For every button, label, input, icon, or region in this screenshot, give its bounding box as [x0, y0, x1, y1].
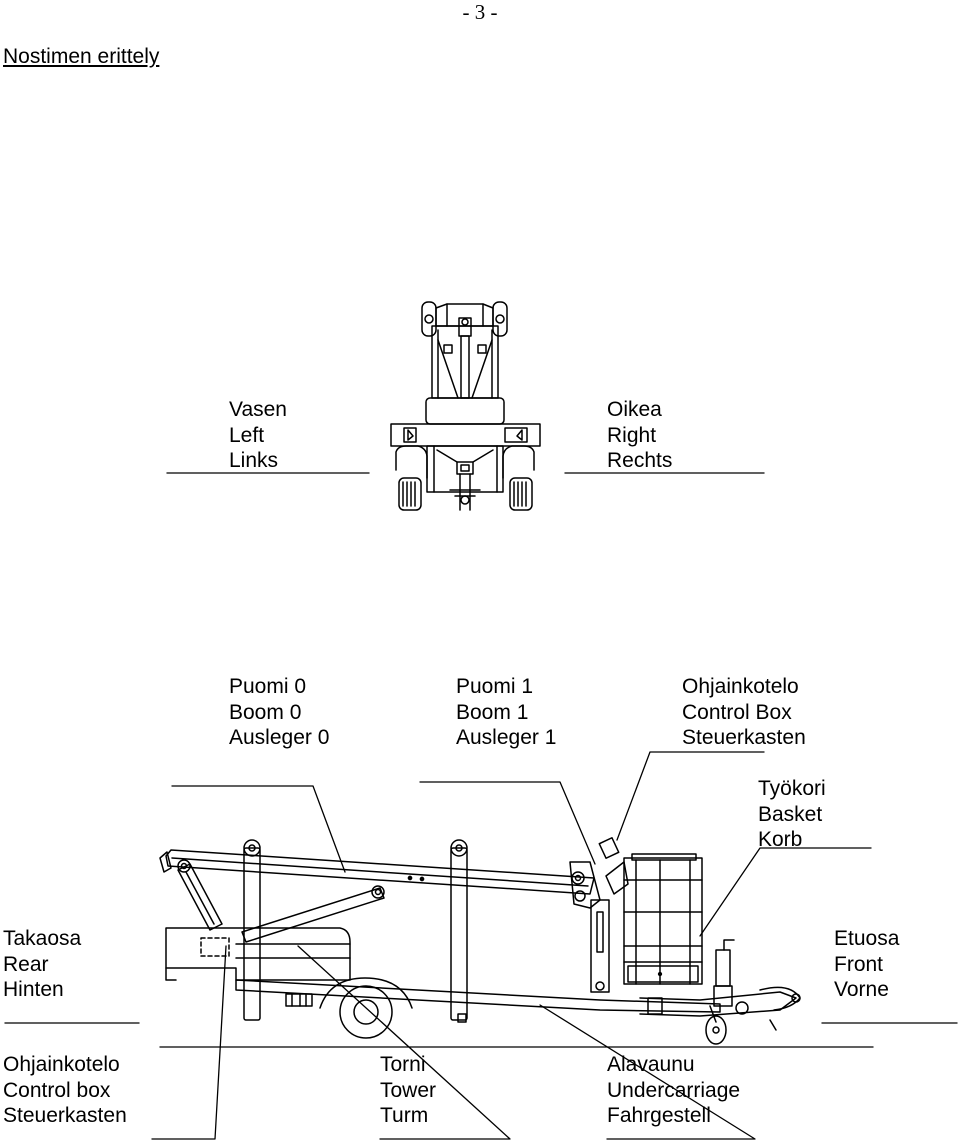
- tower-body: [165, 927, 351, 981]
- label-boom1-fi: Puomi 1: [456, 675, 534, 698]
- boom-0: [241, 887, 385, 943]
- boom-1: [165, 849, 595, 895]
- section-heading: Nostimen erittely: [3, 45, 160, 68]
- label-tower-de: Turm: [380, 1104, 429, 1127]
- label-boom1: Puomi 1 Boom 1 Ausleger 1: [456, 674, 556, 751]
- label-tower: Torni Tower Turm: [380, 1052, 436, 1129]
- label-tower-fi: Torni: [380, 1053, 426, 1076]
- label-rear: Takaosa Rear Hinten: [3, 926, 81, 1003]
- label-control-top-de: Steuerkasten: [682, 726, 806, 749]
- label-right: Oikea Right Rechts: [607, 397, 672, 474]
- label-right-de: Rechts: [607, 449, 673, 472]
- label-front-en: Front: [834, 952, 884, 976]
- label-basket: Työkori Basket Korb: [758, 776, 826, 853]
- label-left: Vasen Left Links: [229, 397, 287, 474]
- label-boom0: Puomi 0 Boom 0 Ausleger 0: [229, 674, 329, 751]
- label-boom0-fi: Puomi 0: [229, 675, 307, 698]
- label-control-box-bottom: Ohjainkotelo Control box Steuerkasten: [3, 1052, 127, 1129]
- label-undercarriage-en: Undercarriage: [607, 1078, 741, 1102]
- label-right-en: Right: [607, 423, 657, 447]
- label-boom0-en: Boom 0: [229, 700, 302, 724]
- label-rear-en: Rear: [3, 952, 49, 976]
- label-undercarriage: Alavaunu Undercarriage Fahrgestell: [607, 1052, 740, 1129]
- label-control-bottom-fi: Ohjainkotelo: [3, 1053, 120, 1076]
- label-left-en: Left: [229, 423, 265, 447]
- label-boom1-en: Boom 1: [456, 700, 529, 724]
- label-control-bottom-en: Control box: [3, 1078, 111, 1102]
- label-basket-en: Basket: [758, 802, 823, 826]
- label-left-de: Links: [229, 449, 279, 472]
- work-basket: [623, 853, 703, 985]
- side-view-drawing: [159, 837, 801, 1045]
- label-control-box-top: Ohjainkotelo Control Box Steuerkasten: [682, 674, 806, 751]
- leader-lines: [4, 472, 958, 1140]
- label-right-fi: Oikea: [607, 398, 662, 421]
- label-control-top-en: Control Box: [682, 700, 792, 724]
- label-tower-en: Tower: [380, 1078, 437, 1102]
- label-control-top-fi: Ohjainkotelo: [682, 675, 799, 698]
- label-front: Etuosa Front Vorne: [834, 926, 899, 1003]
- undercarriage-frame: [235, 979, 721, 1013]
- label-left-fi: Vasen: [229, 398, 287, 421]
- label-basket-fi: Työkori: [758, 777, 826, 800]
- label-rear-fi: Takaosa: [3, 927, 82, 950]
- label-boom1-de: Ausleger 1: [456, 726, 557, 749]
- label-boom0-de: Ausleger 0: [229, 726, 330, 749]
- label-front-de: Vorne: [834, 978, 889, 1001]
- label-undercarriage-fi: Alavaunu: [607, 1053, 695, 1076]
- label-front-fi: Etuosa: [834, 927, 900, 950]
- rear-view-drawing: [390, 301, 541, 511]
- label-undercarriage-de: Fahrgestell: [607, 1104, 711, 1127]
- label-control-bottom-de: Steuerkasten: [3, 1104, 127, 1127]
- label-rear-de: Hinten: [3, 978, 64, 1001]
- page-number: - 3 -: [462, 0, 498, 24]
- label-basket-de: Korb: [758, 828, 803, 851]
